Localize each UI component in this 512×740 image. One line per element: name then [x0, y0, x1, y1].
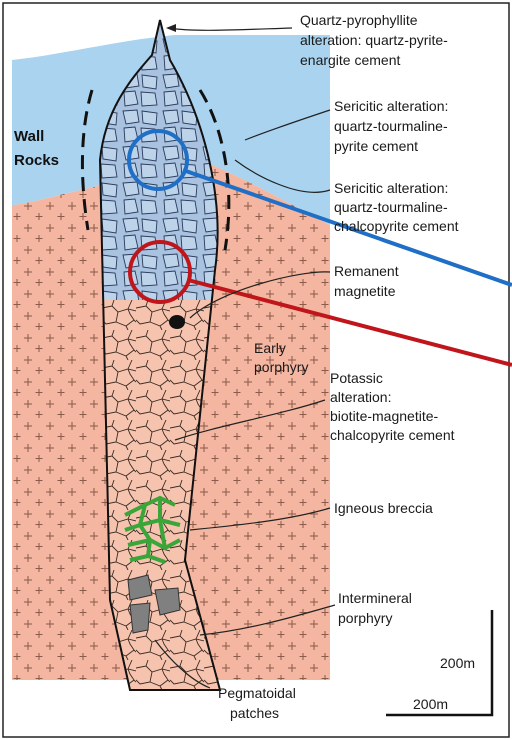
label-igneous-breccia: Igneous breccia [334, 500, 433, 516]
scale-label-vertical: 200m [440, 655, 475, 671]
magnetite-blob [169, 315, 185, 329]
label-sericitic-chalcopyrite: Sericitic alteration: quartz-tourmaline-… [334, 180, 459, 234]
scale-label-horizontal: 200m [413, 696, 448, 712]
